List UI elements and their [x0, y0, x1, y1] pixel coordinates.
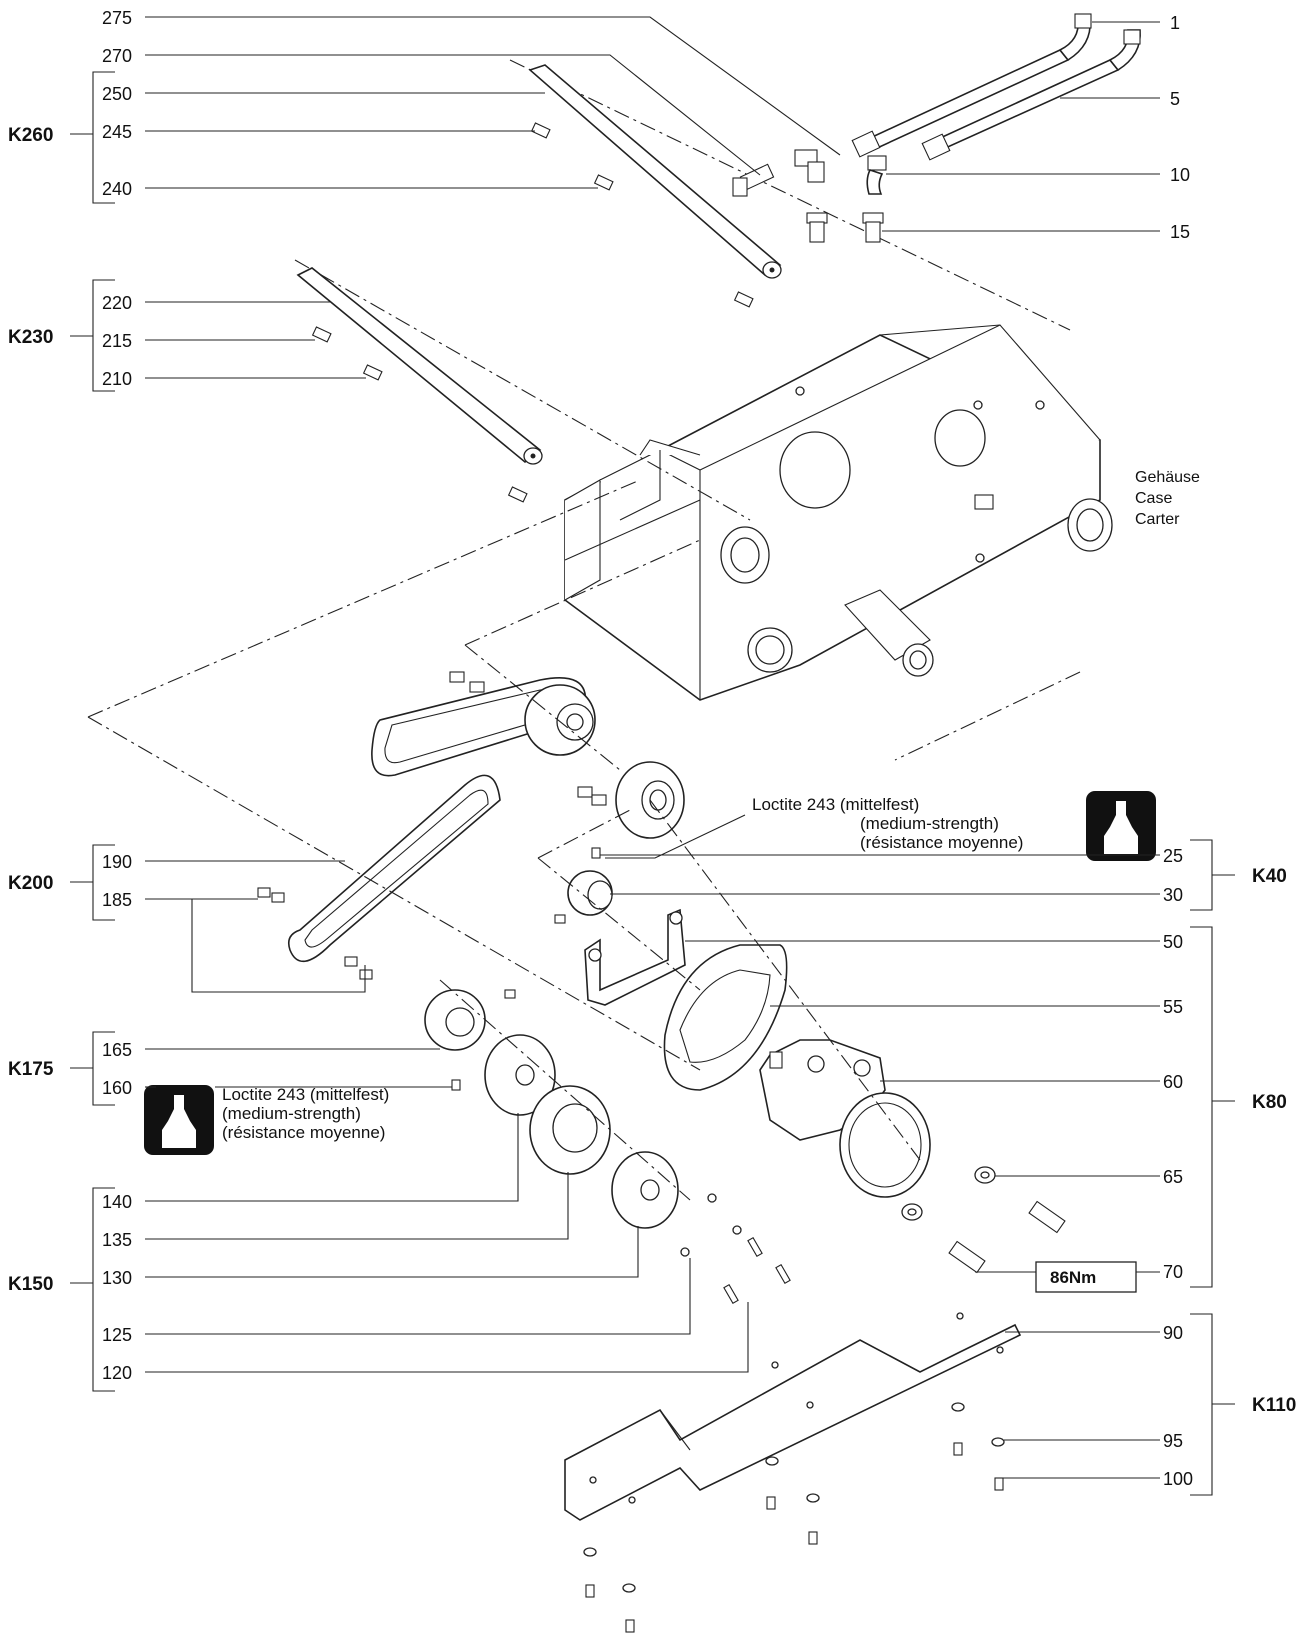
loctite-bottle-icon — [144, 1085, 214, 1155]
shaft-keys — [311, 122, 754, 503]
left-group-brackets: K260 K230 K200 K175 K150 — [8, 71, 115, 1392]
loctite-note-upper: Loctite 243 (mittelfest) (medium-strengt… — [605, 791, 1156, 861]
callout-130: 130 — [102, 1268, 132, 1288]
case-label-fr: Carter — [1135, 511, 1180, 528]
callout-90: 90 — [1163, 1323, 1183, 1343]
hydraulic-motor-60 — [759, 1039, 931, 1198]
callout-1: 1 — [1170, 13, 1180, 33]
loctite-note-line3: (résistance moyenne) — [222, 1123, 385, 1142]
callout-30: 30 — [1163, 885, 1183, 905]
case-label-de: Gehäuse — [1135, 469, 1200, 486]
group-label-k150: K150 — [8, 1274, 53, 1295]
callout-160: 160 — [102, 1078, 132, 1098]
group-label-k110: K110 — [1252, 1395, 1296, 1416]
callout-70: 70 — [1163, 1262, 1183, 1282]
callout-55: 55 — [1163, 997, 1183, 1017]
lower-chain — [257, 774, 501, 980]
upper-chain — [371, 671, 596, 777]
hub-disc-upper — [577, 761, 685, 839]
callout-210: 210 — [102, 369, 132, 389]
loctite-note-line2: (medium-strength) — [222, 1104, 361, 1123]
group-label-k230: K230 — [8, 327, 53, 348]
case-housing — [564, 324, 1113, 701]
right-group-brackets: K40 K80 K110 — [1190, 839, 1296, 1496]
bolts-washers-65-70 — [901, 1166, 1066, 1274]
callout-220: 220 — [102, 293, 132, 313]
callout-140: 140 — [102, 1192, 132, 1212]
callout-240: 240 — [102, 179, 132, 199]
callout-10: 10 — [1170, 165, 1190, 185]
screws-washers-95-100 — [583, 1402, 1005, 1633]
shaft-220 — [294, 259, 751, 521]
left-callouts: 275 270 250 245 240 220 215 210 190 185 … — [102, 8, 841, 1383]
torque-box: 86Nm — [975, 1261, 1160, 1293]
sprocket-165 — [424, 989, 516, 1091]
callout-125: 125 — [102, 1325, 132, 1345]
callout-5: 5 — [1170, 89, 1180, 109]
right-callouts: 1 5 10 15 25 30 50 55 60 65 70 90 95 100 — [600, 13, 1193, 1489]
callout-135: 135 — [102, 1230, 132, 1250]
group-label-k40: K40 — [1252, 866, 1287, 887]
seal-55 — [663, 944, 788, 1091]
bracket-50 — [584, 908, 686, 1006]
callout-65: 65 — [1163, 1167, 1183, 1187]
torque-label: 86Nm — [1050, 1268, 1096, 1287]
hydraulic-hoses — [732, 13, 1141, 197]
callout-185: 185 — [102, 890, 132, 910]
group-label-k260: K260 — [8, 125, 53, 146]
callout-245: 245 — [102, 122, 132, 142]
sprocket-30 — [554, 847, 613, 924]
group-label-k200: K200 — [8, 873, 53, 894]
assembly-centerlines — [87, 479, 1081, 1201]
loctite-note-lower: Loctite 243 (mittelfest) (medium-strengt… — [144, 1085, 452, 1155]
case-label: Gehäuse Case Carter — [1135, 469, 1200, 528]
loctite-note-line1: Loctite 243 (mittelfest) — [752, 795, 919, 814]
callout-250: 250 — [102, 84, 132, 104]
callout-275: 275 — [102, 8, 132, 28]
callout-60: 60 — [1163, 1072, 1183, 1092]
callout-215: 215 — [102, 331, 132, 351]
callout-190: 190 — [102, 852, 132, 872]
callout-50: 50 — [1163, 932, 1183, 952]
callout-100: 100 — [1163, 1469, 1193, 1489]
fittings-15 — [806, 212, 884, 243]
callout-120: 120 — [102, 1363, 132, 1383]
callout-15: 15 — [1170, 222, 1190, 242]
shaft-250 — [509, 59, 1071, 331]
loctite-note-line2: (medium-strength) — [860, 814, 999, 833]
plate-90 — [564, 1312, 1022, 1521]
hub-discs-150 — [484, 1034, 791, 1305]
callout-270: 270 — [102, 46, 132, 66]
callout-95: 95 — [1163, 1431, 1183, 1451]
case-label-en: Case — [1135, 490, 1172, 507]
callout-25: 25 — [1163, 846, 1183, 866]
loctite-note-line1: Loctite 243 (mittelfest) — [222, 1085, 389, 1104]
group-label-k175: K175 — [8, 1059, 54, 1080]
loctite-bottle-icon — [1086, 791, 1156, 861]
loctite-note-line3: (résistance moyenne) — [860, 833, 1023, 852]
group-label-k80: K80 — [1252, 1092, 1287, 1113]
callout-165: 165 — [102, 1040, 132, 1060]
